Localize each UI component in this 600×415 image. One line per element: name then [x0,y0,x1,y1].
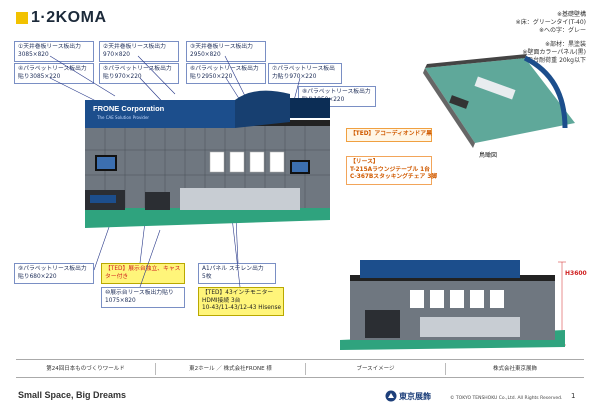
side-banner [360,260,520,278]
callout-line: 5枚 [202,273,212,280]
callout-title: ③天井巻板リース板出力 [190,44,253,50]
a1-panel [229,151,245,173]
a1-panel [209,151,225,173]
spec-line: ※基礎壁構 [556,11,586,18]
banner-subtext: The CAE Solution Provider [97,115,150,120]
side-counter [365,310,400,338]
footer-cell: ブースイメージ [306,363,446,375]
a1-panel [249,151,265,173]
callout-7: ⑦パラペットリース板出 力貼り970×220 [268,63,342,84]
callout-title: ⑧パラペットリース板出力 [302,89,371,95]
company-name: 東京展飾 [399,392,431,401]
callout-size: 3085×820 [18,51,49,58]
height-label: H3600 [565,270,587,277]
callout-size: 貼り2950×220 [190,73,233,80]
iso-counter [474,76,516,100]
callout-1: ①天井巻板リース板出力 3085×820 [14,41,94,62]
footer-divider [16,377,584,378]
banner-text: FRONE Corporation [93,104,165,113]
spec-line: ※展示台耐荷重 20kg以下 [516,57,586,64]
logo-text: 1·2KOMA [31,9,107,26]
callout-title: ⑦パラペットリース板出 [272,66,335,72]
footer-cell: 第24回日本ものづくりワールド [16,363,156,375]
callout-title: ①天井巻板リース板出力 [18,44,81,50]
callout-size: 970×820 [103,51,130,58]
spec-line: ※床：グリーンタイ(T-40) [515,19,586,26]
callout-3: ③天井巻板リース板出力 2950×820 [186,41,266,62]
birdseye-label: 鳥瞰図 [479,152,498,159]
display-counter [180,188,300,210]
page-number: 1 [571,392,576,400]
booth-render-main [85,90,330,228]
iso-wall-left [423,68,475,148]
iso-banner [523,55,568,129]
callout-size: 貼り680×220 [18,273,57,280]
spec-line: ※への字：グレー [538,27,586,34]
callout-title: 【TED】展示台独立、キャス [105,266,181,272]
side-panel [450,290,464,308]
callout-size: 2950×820 [190,51,221,58]
side-panel [430,290,444,308]
banner-end [290,98,330,118]
callout-size: 貼り970×220 [103,73,142,80]
iso-table [449,95,469,109]
company-logo-icon [385,390,397,402]
callout-a1-panel: A1パネル スチレン出力 5枚 [198,263,276,284]
callout-title: ④パラペットリース板出力 [18,66,87,72]
callout-lease: 【リース】 T-215Aラウンジテーブル 1台 C-367Bスタッキングチェア … [346,156,438,185]
copyright: © TOKYO TENSHOKU Co.,Ltd. All Rights Res… [450,396,563,401]
banner-curve [235,90,290,128]
callout-title: ⑤パラペットリース板出力 [103,66,172,72]
footer-cell: 株式会社東京展飾 [492,366,537,372]
callout-10: ⑩展示台リース板出力貼り 1075×820 [101,287,185,308]
callout-4: ④パラペットリース板出力 貼り3085×220 [14,63,94,84]
footer-info-row: 第24回日本ものづくりワールド 東2ホール ／ 株式会社FRONE 様 ブースイ… [16,363,584,375]
callout-title: 【リース】 [350,159,379,165]
callout-size: 力貼り970×220 [272,73,317,80]
monitor-screen [97,157,115,169]
callout-2: ②天井巻板リース板出力 970×820 [99,41,179,62]
footer-cell: 東2ホール ／ 株式会社FRONE 様 [156,363,306,375]
callout-line: C-367Bスタッキングチェア 3脚 [350,174,438,180]
callout-size: 貼り3085×220 [18,73,61,80]
side-panel [410,290,424,308]
side-display [420,317,520,337]
logo-mark [16,12,28,24]
callout-title: ②天井巻板リース板出力 [103,44,166,50]
iso-floor [425,58,575,143]
side-panel [470,290,484,308]
callout-title: 【TED】アコーディオンドア黒 [350,131,432,137]
iso-wall-top [425,54,527,68]
callout-title: A1パネル スチレン出力 [202,266,264,272]
callout-title: ⑥パラペットリース板出力 [190,66,259,72]
counter [145,192,170,210]
callout-title: ⑩展示台リース板出力貼り [105,290,174,296]
callout-size: 1075×820 [105,297,136,304]
callout-line: HDMI接続 3台 [202,297,241,304]
booth-render-side [340,260,565,350]
callout-ted-stand: 【TED】展示台独立、キャス ター付き [101,263,185,284]
callout-ted-door: 【TED】アコーディオンドア黒 [346,128,432,142]
callout-9: ⑨パラペットリース板出力 貼り680×220 [14,263,94,284]
booth-render-birdseye [423,54,575,148]
callout-title: 【TED】43インチモニター [202,290,274,296]
booth-banner [85,100,235,128]
tagline: Small Space, Big Dreams [18,390,127,400]
callout-ted-monitor: 【TED】43インチモニター HDMI接続 3台 10-43/11-43/12-… [198,287,284,316]
callout-title: ⑨パラペットリース板出力 [18,266,87,272]
spec-notes: ※基礎壁構 ※床：グリーンタイ(T-40) ※への字：グレー ※部材：黒塗装 ※… [476,11,586,65]
callout-line: ター付き [105,273,129,280]
side-panel [490,290,504,308]
footer-divider [16,359,584,360]
callout-line: T-215Aラウンジテーブル 1台 [350,166,430,173]
spec-line: ※壁面カラーパネル(黒) [522,49,586,56]
counter-panel [90,195,116,203]
a1-panel [269,151,285,173]
monitor-screen [292,162,308,172]
callout-line: 10-43/11-43/12-43 Hisense [202,305,282,311]
spec-line: ※部材：黒塗装 [544,41,586,48]
